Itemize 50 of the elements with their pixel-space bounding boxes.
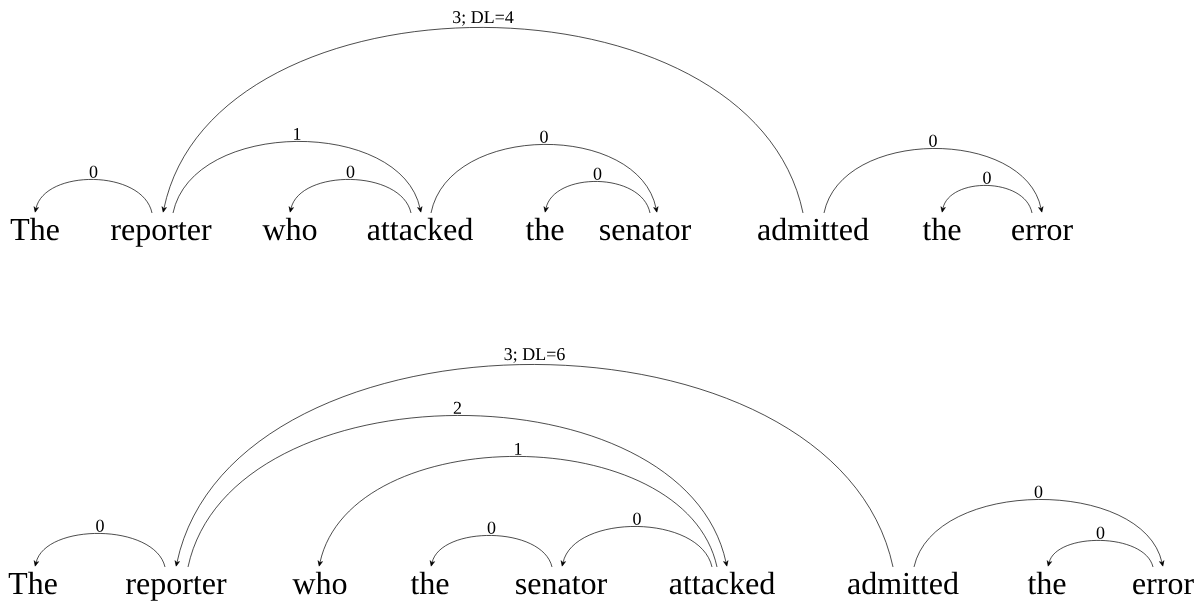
arc-arrow xyxy=(430,144,659,214)
edge-label: 3; DL=6 xyxy=(504,348,565,363)
edge-label: 3; DL=4 xyxy=(453,11,514,26)
word: the xyxy=(525,217,564,241)
edge-label: 1 xyxy=(515,442,522,455)
edge-label: 0 xyxy=(540,130,548,143)
arc-arrow xyxy=(317,456,718,568)
arc-arrow xyxy=(560,526,713,568)
word: The xyxy=(8,571,57,595)
arc-arrow xyxy=(543,181,651,214)
word: who xyxy=(292,571,347,595)
arc-arrow xyxy=(288,179,412,214)
arc-arrow xyxy=(429,535,553,568)
arc-arrow xyxy=(187,415,729,568)
edge-label: 0 xyxy=(633,512,641,525)
word: senator xyxy=(600,222,691,241)
word: attacked xyxy=(367,217,473,241)
edge-label: 0 xyxy=(593,167,602,180)
edge-label: 2 xyxy=(453,401,461,414)
word: admitted xyxy=(758,217,869,241)
arc-arrow xyxy=(33,179,153,214)
word: the xyxy=(922,217,961,241)
arc-arrow xyxy=(940,185,1033,214)
edge-label: 0 xyxy=(96,519,104,532)
edge-label: 1 xyxy=(294,127,301,140)
edge-label: 0 xyxy=(1034,485,1043,498)
edge-label: 0 xyxy=(487,521,496,534)
word: attacked xyxy=(669,571,775,595)
word: reporter xyxy=(111,222,212,247)
arc-arrow xyxy=(161,27,804,214)
word: error xyxy=(1133,578,1194,595)
word: reporter xyxy=(126,576,227,601)
edge-label: 0 xyxy=(983,171,991,184)
word: The xyxy=(10,217,59,241)
arc-arrow xyxy=(823,148,1044,214)
arc-arrow xyxy=(174,364,894,568)
word: the xyxy=(1027,571,1066,595)
word: senator xyxy=(516,576,607,595)
edge-label: 0 xyxy=(929,134,937,147)
arc-arrow xyxy=(172,141,423,214)
arc-arrow xyxy=(1046,540,1154,568)
edge-label: 0 xyxy=(346,165,355,178)
word: the xyxy=(410,571,449,595)
word: admitted xyxy=(848,571,959,595)
word: error xyxy=(1012,224,1073,241)
arc-arrow xyxy=(33,533,166,568)
arc-arrow xyxy=(913,499,1165,568)
edge-label: 0 xyxy=(1096,526,1105,539)
edge-label: 0 xyxy=(89,165,98,178)
word: who xyxy=(262,217,317,241)
